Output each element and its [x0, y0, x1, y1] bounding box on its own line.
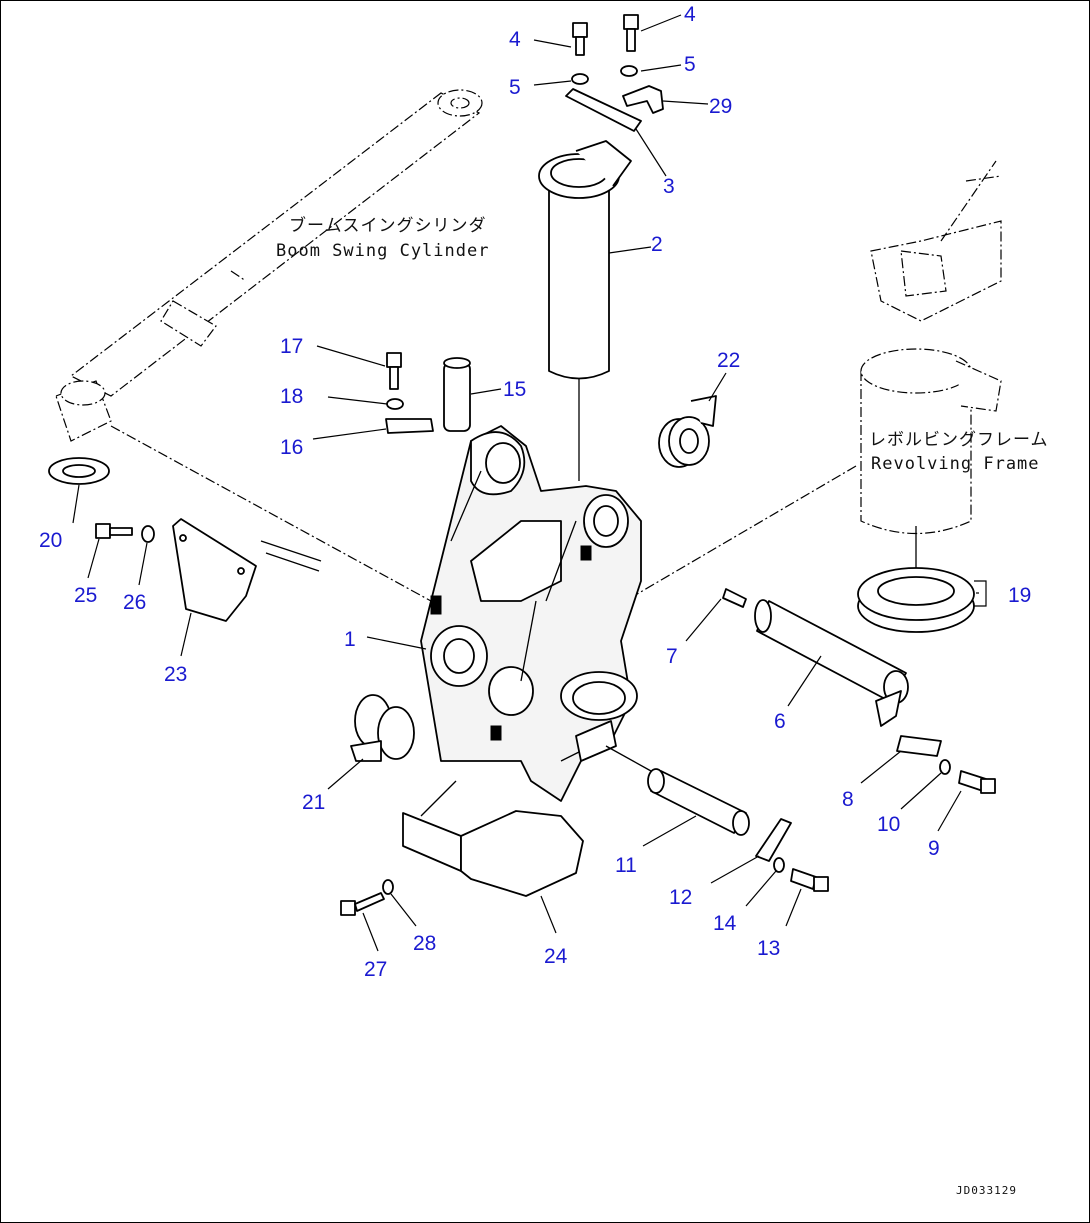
callout-4-left[interactable]: 4: [509, 28, 521, 51]
part-17-bolt: [386, 352, 402, 390]
part-1-swing-bracket: [420, 366, 642, 802]
callout-19[interactable]: 19: [1008, 584, 1031, 607]
callout-23[interactable]: 23: [164, 663, 187, 686]
callout-12[interactable]: 12: [669, 886, 692, 909]
callout-27[interactable]: 27: [364, 958, 387, 981]
part-5-washer-right: [620, 65, 638, 77]
part-15-pin: [443, 357, 471, 432]
callout-11[interactable]: 11: [615, 854, 637, 877]
callout-labels: 1 2 3 4 4 5 5 6 7 8 9 10 11 12 13 14 15 …: [39, 3, 1031, 981]
revolving-frame-ghost: [590, 160, 1002, 622]
part-23-bracket: [172, 518, 322, 622]
callout-1[interactable]: 1: [344, 628, 356, 651]
callout-7[interactable]: 7: [666, 645, 678, 668]
callout-13[interactable]: 13: [757, 937, 780, 960]
callout-22[interactable]: 22: [717, 349, 740, 372]
part-4-bolt-right: [623, 14, 639, 52]
callout-24[interactable]: 24: [544, 945, 568, 968]
part-29-clamp: [622, 85, 664, 114]
callout-4-right[interactable]: 4: [684, 3, 696, 26]
part-22-spacer: [658, 395, 717, 468]
callout-20[interactable]: 20: [39, 529, 62, 552]
figure-code: JD033129: [956, 1184, 1017, 1197]
part-18-washer: [386, 398, 404, 410]
part-8-plate: [896, 735, 942, 757]
part-21-shims: [350, 694, 415, 762]
revolving-frame-label-en: Revolving Frame: [871, 454, 1040, 474]
callout-26[interactable]: 26: [123, 591, 146, 614]
part-24-cover: [402, 780, 584, 897]
boom-swing-cylinder-label-jp: ブームスイングシリンダ: [289, 215, 487, 236]
callout-29[interactable]: 29: [709, 95, 732, 118]
callout-9[interactable]: 9: [928, 837, 940, 860]
part-12-plate: [755, 818, 792, 862]
part-10-washer: [939, 759, 951, 775]
part-5-washer-left: [571, 73, 589, 85]
part-27-bolt: [340, 892, 385, 916]
revolving-frame-label-jp: レボルビングフレーム: [869, 430, 1049, 450]
leader-lines: [72, 14, 987, 952]
callout-15[interactable]: 15: [503, 378, 526, 401]
callout-6[interactable]: 6: [774, 710, 786, 733]
callout-28[interactable]: 28: [413, 932, 436, 955]
part-13-bolt: [790, 868, 829, 892]
part-20-washer: [48, 457, 110, 485]
part-25-bolt: [95, 523, 133, 539]
part-26-washer: [141, 525, 155, 543]
boom-swing-cylinder-label-en: Boom Swing Cylinder: [276, 241, 489, 261]
part-2-sleeve: [538, 140, 632, 380]
callout-21[interactable]: 21: [302, 791, 325, 814]
callout-10[interactable]: 10: [877, 813, 900, 836]
part-4-bolt-left: [572, 22, 588, 56]
callout-25[interactable]: 25: [74, 584, 97, 607]
part-14-washer: [773, 857, 785, 873]
boom-swing-cylinder-ghost: [55, 89, 483, 602]
part-28-washer: [382, 879, 394, 895]
callout-16[interactable]: 16: [280, 436, 303, 459]
callout-2[interactable]: 2: [651, 233, 663, 256]
callout-8[interactable]: 8: [842, 788, 854, 811]
callout-17[interactable]: 17: [280, 335, 303, 358]
part-3-plate: [565, 88, 642, 132]
part-16-plate: [385, 418, 434, 434]
part-6-pin: [754, 599, 909, 727]
callout-3[interactable]: 3: [663, 175, 675, 198]
callout-18[interactable]: 18: [280, 385, 303, 408]
callout-5-left[interactable]: 5: [509, 76, 521, 99]
part-7-grease-fitting: [722, 588, 747, 608]
part-19-thrust-ring: [857, 526, 975, 633]
part-9-bolt: [958, 770, 996, 794]
callout-14[interactable]: 14: [713, 912, 737, 935]
callout-5-right[interactable]: 5: [684, 53, 696, 76]
part-11-pin: [605, 745, 750, 836]
